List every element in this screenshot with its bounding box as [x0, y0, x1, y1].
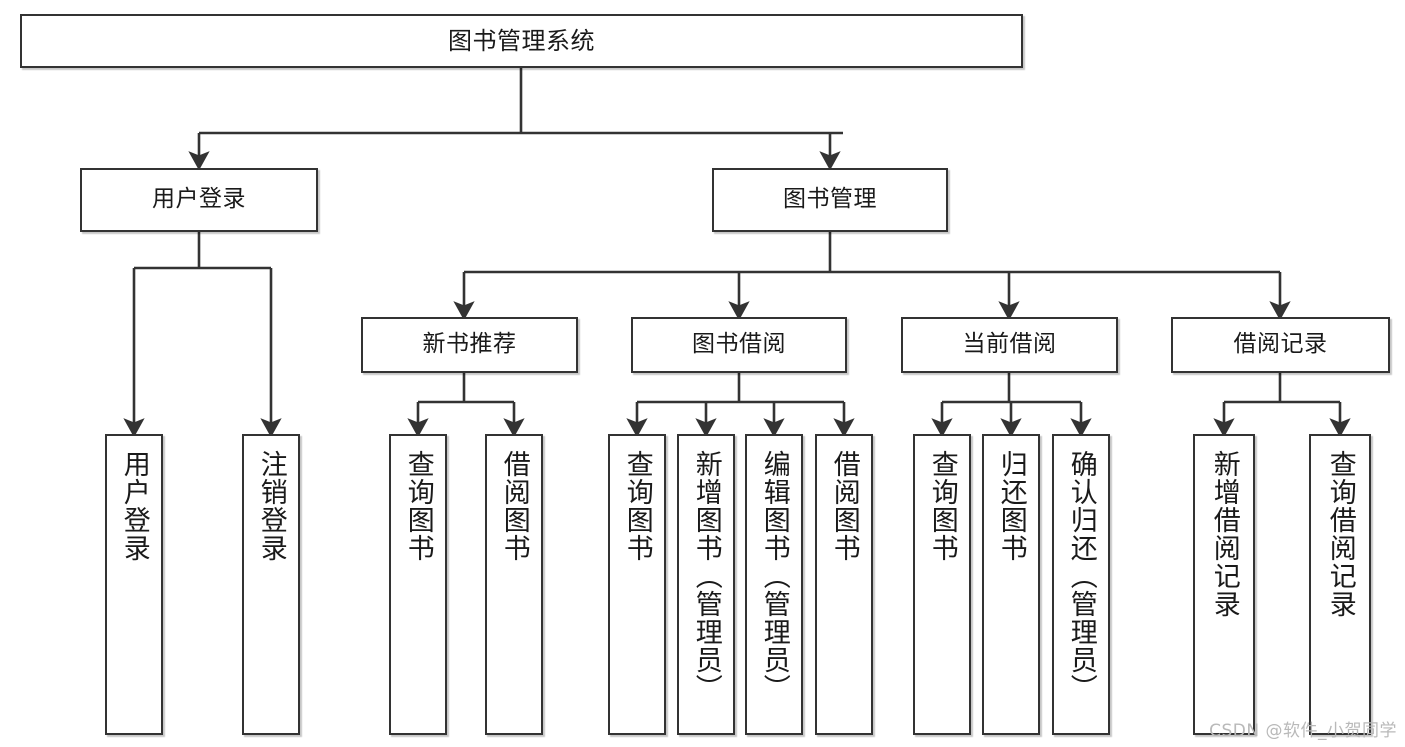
node-root[interactable]: 图书管理系统	[20, 14, 1023, 68]
node-leaf-borrow-book-1-label: 借阅图书	[498, 450, 530, 562]
node-leaf-logout[interactable]: 注销登录	[242, 434, 300, 735]
node-leaf-return-book[interactable]: 归还图书	[982, 434, 1040, 735]
node-new-book-recommend-label: 新书推荐	[422, 331, 517, 358]
node-user-login[interactable]: 用户登录	[80, 168, 318, 232]
node-leaf-add-book[interactable]: 新增图书（管理员）	[677, 434, 735, 735]
node-leaf-confirm-return-label: 确认归还（管理员）	[1065, 450, 1097, 702]
node-leaf-borrow-book-2-label: 借阅图书	[828, 450, 860, 562]
node-leaf-add-book-label: 新增图书（管理员）	[690, 450, 722, 702]
node-book-manage[interactable]: 图书管理	[712, 168, 948, 232]
node-leaf-add-record[interactable]: 新增借阅记录	[1193, 434, 1255, 735]
node-leaf-query-record[interactable]: 查询借阅记录	[1309, 434, 1371, 735]
node-leaf-logout-label: 注销登录	[255, 450, 287, 562]
node-book-manage-label: 图书管理	[783, 186, 877, 213]
node-leaf-borrow-book-1[interactable]: 借阅图书	[485, 434, 543, 735]
node-root-label: 图书管理系统	[448, 26, 595, 55]
node-leaf-query-book-1[interactable]: 查询图书	[389, 434, 447, 735]
node-user-login-label: 用户登录	[152, 186, 246, 213]
node-leaf-query-book-2[interactable]: 查询图书	[608, 434, 666, 735]
node-borrow-record[interactable]: 借阅记录	[1171, 317, 1390, 373]
node-leaf-edit-book-label: 编辑图书（管理员）	[758, 450, 790, 702]
node-leaf-add-record-label: 新增借阅记录	[1208, 450, 1240, 618]
node-leaf-query-record-label: 查询借阅记录	[1324, 450, 1356, 618]
node-new-book-recommend[interactable]: 新书推荐	[361, 317, 578, 373]
csdn-watermark: CSDN @软件_小贺同学	[1209, 721, 1397, 741]
node-leaf-query-book-1-label: 查询图书	[402, 450, 434, 562]
node-current-borrow[interactable]: 当前借阅	[901, 317, 1118, 373]
node-leaf-borrow-book-2[interactable]: 借阅图书	[815, 434, 873, 735]
node-borrow-record-label: 借阅记录	[1233, 331, 1328, 358]
node-book-borrow-label: 图书借阅	[692, 331, 786, 358]
node-leaf-query-book-3-label: 查询图书	[926, 450, 958, 562]
node-leaf-user-login-label: 用户登录	[118, 450, 150, 562]
node-current-borrow-label: 当前借阅	[962, 331, 1057, 358]
node-leaf-query-book-2-label: 查询图书	[621, 450, 653, 562]
node-book-borrow[interactable]: 图书借阅	[631, 317, 847, 373]
node-leaf-query-book-3[interactable]: 查询图书	[913, 434, 971, 735]
node-leaf-user-login[interactable]: 用户登录	[105, 434, 163, 735]
node-leaf-edit-book[interactable]: 编辑图书（管理员）	[745, 434, 803, 735]
node-leaf-confirm-return[interactable]: 确认归还（管理员）	[1052, 434, 1110, 735]
node-leaf-return-book-label: 归还图书	[995, 450, 1027, 562]
